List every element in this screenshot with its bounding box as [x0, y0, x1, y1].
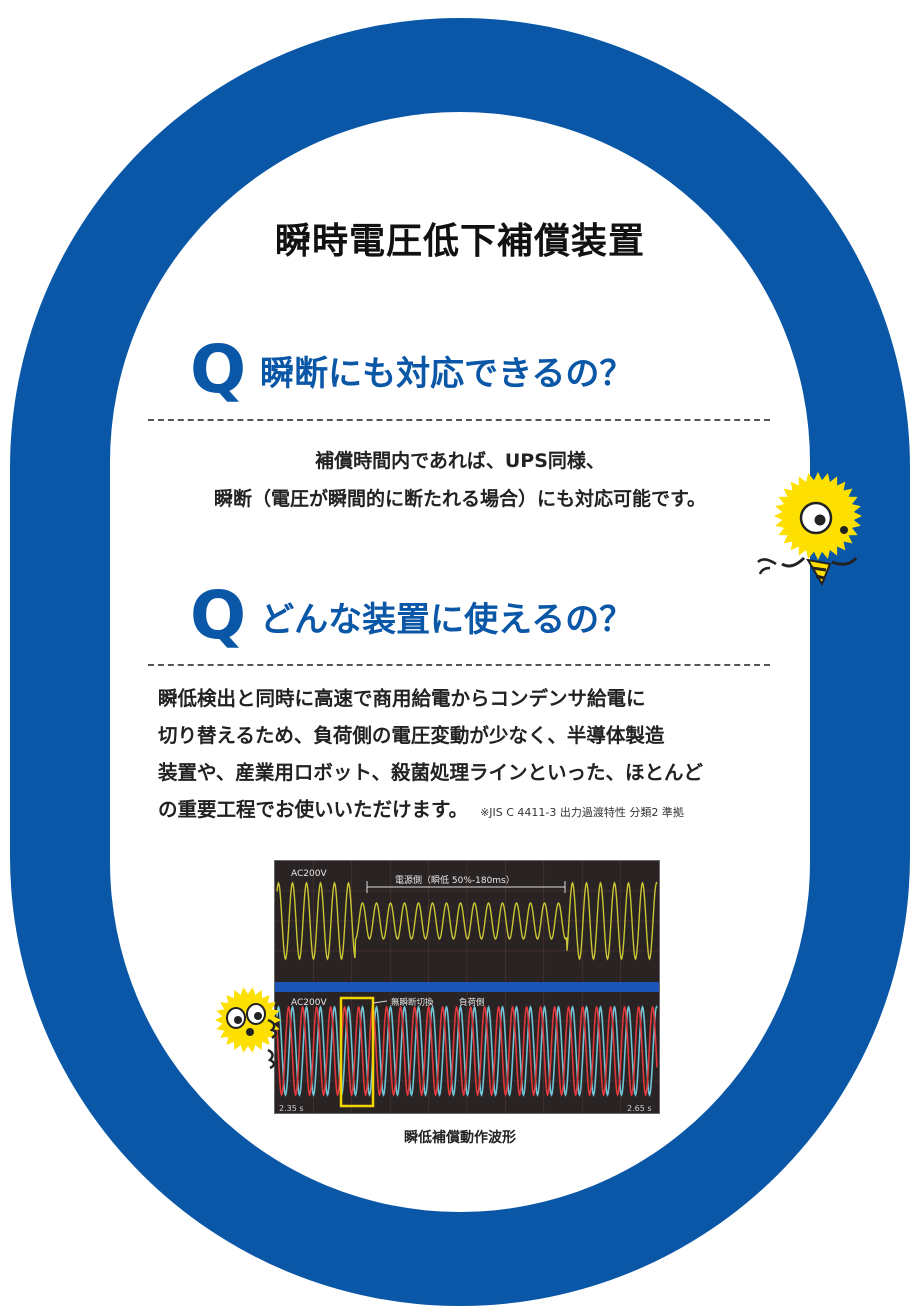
question-1-text: 瞬断にも対応できるの？: [260, 353, 634, 394]
page-title: 瞬時電圧低下補償装置: [274, 221, 645, 262]
bottom-channel-label: AC200V: [291, 998, 327, 1008]
waveform-caption: 瞬低補償動作波形: [404, 1130, 516, 1146]
scope-divider: [275, 982, 659, 992]
answer-1-line-2: 瞬断（電圧が瞬間的に断たれる場合）にも対応可能です。: [213, 488, 707, 510]
top-annotation: 電源側（瞬低 50%-180ms）: [395, 874, 515, 886]
answer-2: 瞬低検出と同時に高速で商用給電からコンデンサ給電に 切り替えるため、負荷側の電圧…: [158, 680, 778, 831]
answer-2-line-2: 切り替えるため、負荷側の電圧変動が少なく、半導体製造: [158, 724, 665, 747]
answer-2-line-3: 装置や、産業用ロボット、殺菌処理ラインといった、ほとんど: [158, 761, 704, 784]
answer-2-line-4: の重要工程でお使いいただけます。 ※JIS C 4411-3 出力過渡特性 分類2…: [158, 791, 778, 831]
switchover-highlight-box: [339, 996, 375, 1108]
question-2-heading: Q どんな装置に使えるの？: [190, 577, 634, 654]
mascot-peek-icon: [215, 987, 281, 1070]
q-mark-icon: Q: [190, 331, 247, 408]
dotted-divider: [148, 419, 770, 421]
answer-2-line-1: 瞬低検出と同時に高速で商用給電からコンデンサ給電に: [158, 687, 646, 710]
oscilloscope-waveform-image: AC200V 電源側（瞬低 50%-180ms） AC200V 無瞬断切換 負荷…: [274, 860, 660, 1114]
dotted-divider: [148, 664, 770, 666]
q-mark-icon: Q: [190, 577, 247, 654]
supply-side-waveform: [276, 881, 658, 961]
top-channel-label: AC200V: [291, 869, 327, 879]
switch-label: 無瞬断切換: [391, 997, 434, 1008]
answer-2-line-4-text: の重要工程でお使いいただけます。: [158, 798, 469, 821]
question-2-text: どんな装置に使えるの？: [260, 599, 634, 640]
time-start-label: 2.35 s: [279, 1104, 304, 1113]
answer-1-line-1: 補償時間内であれば、UPS同様、: [315, 450, 605, 472]
switch-label-leader: [372, 1000, 388, 1004]
answer-1: 補償時間内であれば、UPS同様、 瞬断（電圧が瞬間的に断たれる場合）にも対応可能…: [120, 442, 800, 518]
question-1-heading: Q 瞬断にも対応できるの？: [190, 331, 634, 408]
time-end-label: 2.65 s: [627, 1104, 652, 1113]
load-label: 負荷側: [459, 997, 485, 1008]
mascot-bee-icon: [757, 472, 862, 587]
footnote: ※JIS C 4411-3 出力過渡特性 分類2 準拠: [480, 806, 684, 819]
